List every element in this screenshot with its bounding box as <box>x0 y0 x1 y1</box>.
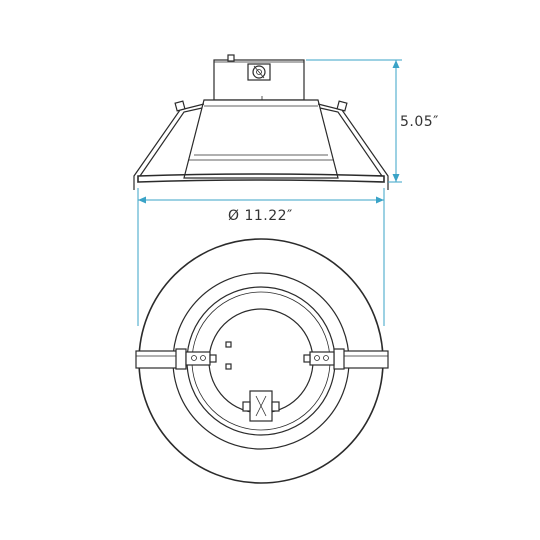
side-view <box>133 54 389 190</box>
height-label: 5.05″ <box>400 114 439 130</box>
mounting-bar <box>135 348 389 370</box>
bottom-view <box>135 238 389 484</box>
connector-block <box>242 390 280 422</box>
right-spring-clip <box>317 100 389 190</box>
diameter-dimension: Ø 11.22″ <box>137 188 385 326</box>
trim-flange <box>137 173 385 183</box>
height-dimension: 5.05″ <box>306 59 439 183</box>
screw-terminal <box>247 63 271 81</box>
reflector-body <box>183 99 339 179</box>
diameter-label: Ø 11.22″ <box>228 208 293 224</box>
left-spring-clip <box>133 100 205 190</box>
